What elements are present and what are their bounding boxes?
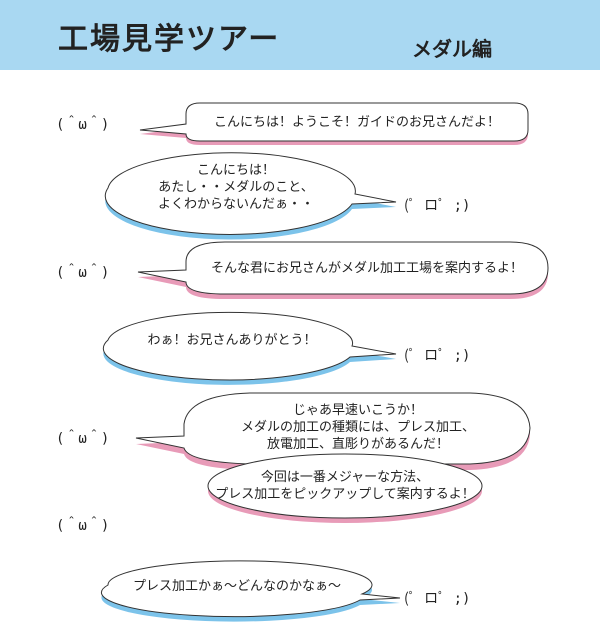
dialogue-line: メダルの加工の種類には、プレス加工、	[240, 420, 475, 435]
dialogue-line: そんな君にお兄さんがメダル加工工場を案内するよ！	[210, 261, 523, 276]
speech-bubble-6	[207, 453, 483, 523]
dialogue-line: 放電加工、直彫りがあるんだ！	[266, 437, 449, 452]
speech-bubble-5-text: じゃあ早速いこうか！ メダルの加工の種類には、プレス加工、 放電加工、直彫りがあ…	[188, 402, 528, 453]
dialogue-line: こんにちは！	[196, 163, 275, 178]
girl-face-2: (ﾟ ロﾟ ;)	[404, 348, 471, 364]
speech-bubble-5	[135, 392, 531, 470]
speech-bubble-4	[102, 311, 397, 385]
speech-bubble-6-text: 今回は一番メジャーな方法、 プレス加工をピックアップして案内するよ！	[210, 469, 480, 503]
girl-face-3: (ﾟ ロﾟ ;)	[404, 591, 471, 607]
dialogue-line: プレス加工をピックアップして案内するよ！	[215, 487, 475, 502]
dialogue-line: わぁ！お兄さんありがとう！	[147, 333, 317, 348]
guide-face-1: (＾ω＾)	[56, 117, 110, 133]
page-title: 工場見学ツアー	[58, 22, 281, 57]
speech-bubble-7	[100, 560, 401, 622]
dialogue-line: こんにちは！ようこそ！ガイドのお兄さんだよ！	[213, 115, 500, 130]
speech-bubble-7-text: プレス加工かぁ～どんなのかなぁ～	[112, 578, 362, 595]
dialogue-line: じゃあ早速いこうか！	[292, 403, 423, 418]
speech-bubble-1	[139, 102, 529, 145]
speech-bubble-3	[137, 241, 549, 299]
dialogue-line: あたし・・メダルのこと、	[158, 180, 314, 195]
guide-face-4: (＾ω＾)	[56, 518, 110, 534]
dialogue-line: プレス加工かぁ～どんなのかなぁ～	[132, 579, 341, 594]
speech-bubble-3-text: そんな君にお兄さんがメダル加工工場を案内するよ！	[186, 260, 548, 277]
speech-bubble-2-text: こんにちは！ あたし・・メダルのこと、 よくわからないんだぁ・・	[118, 162, 354, 213]
header-banner: 工場見学ツアー メダル編	[0, 0, 600, 70]
speech-bubble-2	[104, 152, 397, 240]
speech-bubble-4-text: わぁ！お兄さんありがとう！	[112, 332, 352, 349]
girl-face-1: (ﾟ ロﾟ ;)	[404, 198, 471, 214]
page-subtitle: メダル編	[412, 37, 492, 61]
dialogue-line: よくわからないんだぁ・・	[157, 197, 314, 212]
guide-face-2: (＾ω＾)	[56, 265, 110, 281]
speech-bubble-1-text: こんにちは！ようこそ！ガイドのお兄さんだよ！	[186, 114, 528, 131]
guide-face-3: (＾ω＾)	[56, 431, 110, 447]
dialogue-line: 今回は一番メジャーな方法、	[260, 470, 430, 485]
